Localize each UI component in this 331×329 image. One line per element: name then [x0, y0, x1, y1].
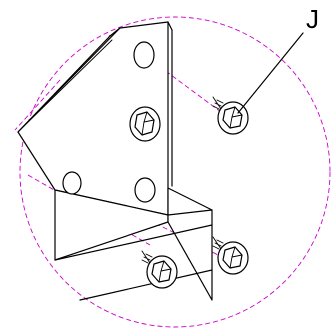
mounting-hole-left	[62, 171, 82, 195]
detail-boundary-circle	[19, 16, 331, 328]
mounting-hole-lower	[134, 177, 156, 203]
hex-bolt-base-right	[212, 236, 249, 275]
mounting-holes	[62, 41, 156, 203]
hex-bolt-callout-j	[212, 96, 249, 135]
hex-bolt-installed	[129, 106, 161, 142]
callout-leader-line	[237, 32, 304, 114]
hex-bolt-base-left	[141, 250, 178, 289]
mounting-hole-upper	[133, 41, 155, 69]
base-block	[54, 187, 213, 301]
callout-label-j: J	[306, 4, 319, 34]
